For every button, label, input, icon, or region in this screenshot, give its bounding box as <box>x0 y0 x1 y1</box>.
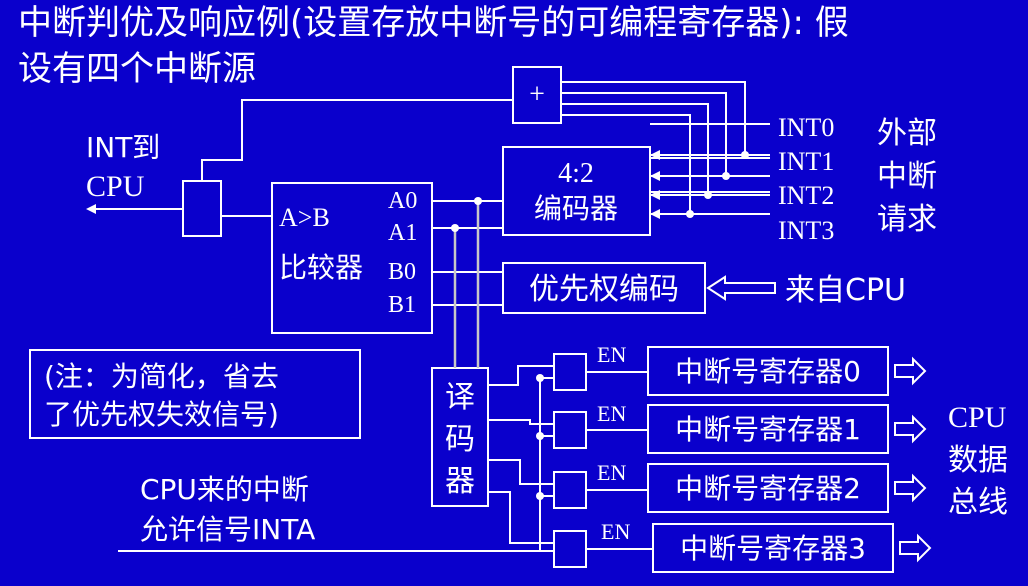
encoder-label-name: 编码器 <box>534 192 618 225</box>
junction-dot-2 <box>704 191 712 199</box>
cpu-bus-label-line1: CPU <box>948 401 1007 434</box>
int-arrow-0 <box>650 150 660 160</box>
enable-gate-0 <box>553 353 587 391</box>
junction-dot-1 <box>722 172 730 180</box>
enable-gate-1 <box>553 411 587 449</box>
junction-dot-0 <box>741 151 749 159</box>
inta-dot-1 <box>536 432 544 440</box>
slide-title-line2: 设有四个中断源 <box>18 49 256 89</box>
wiring <box>86 81 932 563</box>
en-label-0: EN <box>597 342 626 367</box>
external-request-line2: 中断 <box>877 159 937 194</box>
int-to-cpu-label1: INT到 <box>86 131 160 164</box>
or-input-wire-1 <box>561 92 727 176</box>
note-box <box>29 349 361 439</box>
comparator-pin-b1: B1 <box>388 292 416 318</box>
output-gate-box <box>182 180 222 237</box>
decoder-out-0 <box>488 365 554 386</box>
register-out-arrow-2 <box>894 473 927 503</box>
register-label-2: 中断号寄存器2 <box>675 472 861 505</box>
en-label-1: EN <box>597 401 626 426</box>
int-to-cpu-label2: CPU <box>86 170 145 203</box>
int-arrow-1 <box>650 171 660 181</box>
cpu-bus-label-line2: 数据 <box>948 443 1008 478</box>
decoder-char3: 器 <box>445 464 475 499</box>
from-cpu-arrow <box>706 275 776 301</box>
decoder-char1: 译 <box>445 380 475 415</box>
encoder-label-ratio: 4:2 <box>558 158 594 189</box>
int-arrow-2 <box>650 190 660 200</box>
int3-label: INT3 <box>778 216 834 245</box>
decoder-out-3 <box>488 491 554 544</box>
slide-title-line1: 中断判优及响应例(设置存放中断号的可编程寄存器): 假 <box>18 3 849 43</box>
or-gate-box <box>512 66 562 124</box>
decoder-out-2 <box>488 459 554 485</box>
decoder-box <box>431 367 489 507</box>
int0-label: INT0 <box>778 113 834 142</box>
or-input-wire-0 <box>561 81 746 155</box>
register-out-arrow-0 <box>894 356 927 386</box>
priority-encoder-label: 优先权编码 <box>529 272 679 307</box>
register-out-arrow-3 <box>899 533 932 563</box>
int1-label: INT1 <box>778 147 834 176</box>
int-arrow-3 <box>650 209 660 219</box>
note-line2: 了优先权失效信号) <box>44 398 279 431</box>
gray-dot-a1 <box>451 224 459 232</box>
inta-label-line1: CPU来的中断 <box>140 473 309 506</box>
register-out-arrow-1 <box>894 414 927 444</box>
comparator-pin-a0: A0 <box>388 188 417 214</box>
external-request-line1: 外部 <box>877 116 937 151</box>
register-box-2 <box>647 463 889 513</box>
or-input-wire-2 <box>561 103 709 195</box>
enable-gate-3 <box>553 530 587 568</box>
inta-dot-0 <box>536 374 544 382</box>
cpu-bus-label-line3: 总线 <box>948 485 1008 520</box>
en-label-3: EN <box>601 519 630 544</box>
note-line1: (注：为简化，省去 <box>44 360 279 393</box>
or-gate-symbol: + <box>529 79 545 110</box>
register-label-1: 中断号寄存器1 <box>675 413 861 446</box>
junction-dot-3 <box>686 210 694 218</box>
int2-label: INT2 <box>778 181 834 210</box>
decoder-char2: 码 <box>445 422 475 457</box>
gray-dot-a0 <box>474 197 482 205</box>
decoder-out-1 <box>488 419 554 425</box>
external-request-line3: 请求 <box>877 202 937 237</box>
comparator-pin-a1: A1 <box>388 220 417 246</box>
from-cpu-label: 来自CPU <box>785 273 906 308</box>
register-label-0: 中断号寄存器0 <box>675 355 861 388</box>
comparator-label-a-gt-b: A>B <box>279 203 330 232</box>
register-label-3: 中断号寄存器3 <box>680 532 866 565</box>
inta-dot-2 <box>536 492 544 500</box>
comparator-label-name: 比较器 <box>279 251 363 284</box>
comparator-pin-b0: B0 <box>388 259 416 285</box>
inta-label-line2: 允许信号INTA <box>140 513 315 546</box>
comparator-box <box>271 182 433 334</box>
priority-encoder-box <box>502 262 706 314</box>
int-to-cpu-arrow <box>86 204 96 214</box>
enable-gate-2 <box>553 471 587 509</box>
en-label-2: EN <box>597 460 626 485</box>
or-input-wire-3 <box>561 114 691 214</box>
or-output-wire <box>201 99 513 181</box>
